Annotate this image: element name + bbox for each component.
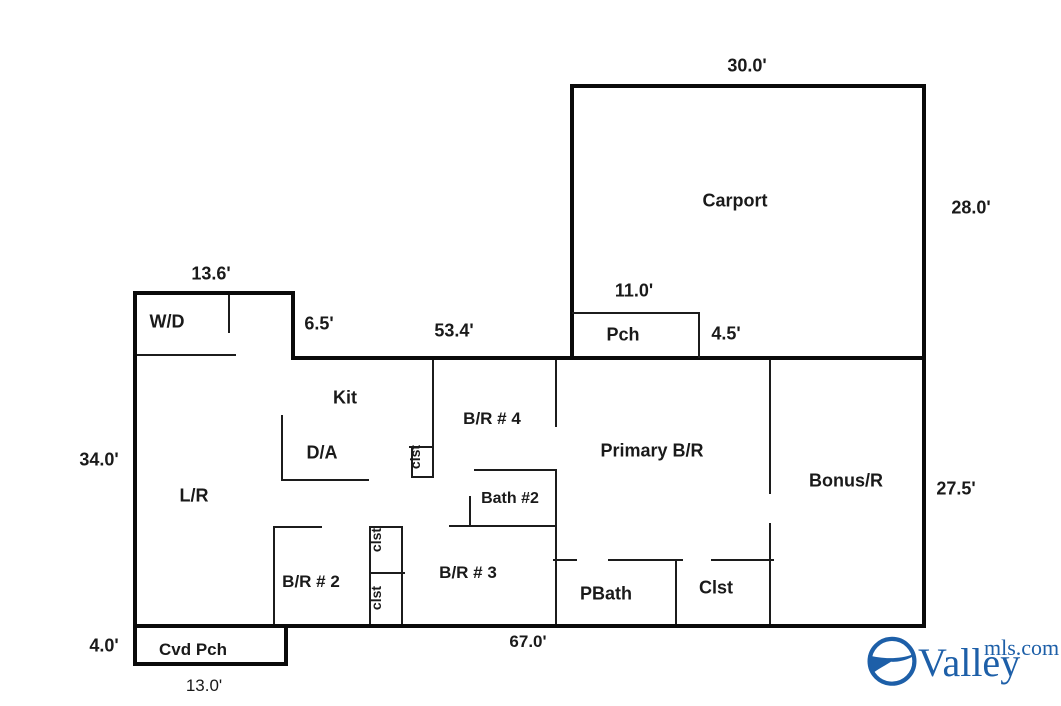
- svg-text:Valley: Valley: [918, 640, 1020, 685]
- svg-text:mls.com: mls.com: [984, 635, 1059, 660]
